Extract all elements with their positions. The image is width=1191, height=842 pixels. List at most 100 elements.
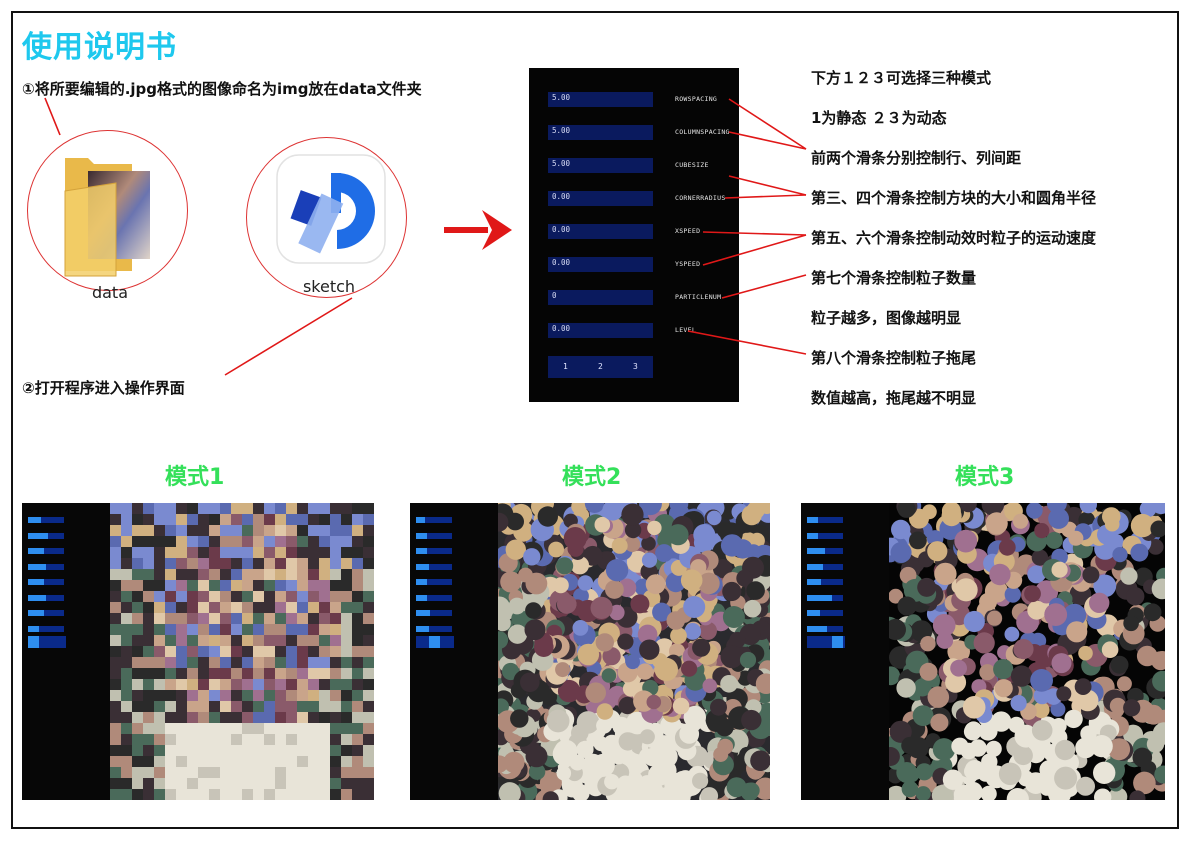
pixel-block	[187, 778, 198, 789]
slider-label: CUBESIZE	[675, 161, 709, 169]
pixel-block	[242, 613, 253, 624]
pixel-block	[198, 789, 209, 800]
particle-dot	[670, 627, 687, 645]
dot-portrait-image	[889, 503, 1165, 800]
processing-app-icon	[276, 154, 386, 264]
pixel-block	[264, 734, 275, 745]
particle-dot	[1063, 603, 1087, 627]
particle-dot	[743, 782, 760, 799]
slider-label: XSPEED	[675, 227, 701, 235]
mini-slider	[416, 594, 452, 601]
pixel-block	[297, 756, 308, 767]
slider-level[interactable]: 0.00 LEVEL	[548, 323, 696, 338]
slider-particlenum[interactable]: 0 PARTICLENUM	[548, 290, 721, 305]
pixel-block	[231, 646, 242, 657]
particle-dot	[679, 724, 700, 744]
pixel-block	[165, 514, 176, 525]
particle-dot	[602, 503, 624, 521]
pixel-block	[352, 668, 363, 679]
pixel-block	[297, 767, 308, 778]
particle-dot	[702, 678, 718, 694]
slider-rowspacing[interactable]: 5.00 ROWSPACING	[548, 92, 717, 107]
pixel-block	[286, 734, 297, 745]
pixel-block	[341, 767, 352, 778]
pixel-block	[308, 547, 319, 558]
pixel-block	[121, 701, 132, 712]
pixel-block	[242, 690, 253, 701]
pixel-block	[165, 767, 176, 778]
pixel-block	[286, 591, 297, 602]
slider-xspeed[interactable]: 0.00 XSPEED	[548, 224, 700, 239]
slider-yspeed[interactable]: 0.00 YSPEED	[548, 257, 700, 272]
particle-dot	[506, 512, 524, 531]
mini-slider	[28, 532, 64, 539]
particle-portrait-image	[498, 503, 770, 800]
pixel-block	[286, 624, 297, 635]
particle-dot	[998, 538, 1016, 556]
particle-dot	[1076, 776, 1095, 796]
pixel-block	[198, 767, 209, 778]
pixel-block	[176, 503, 187, 514]
mini-slider	[807, 610, 843, 616]
pixel-block	[363, 558, 374, 569]
pixel-block	[352, 745, 363, 756]
pixel-block	[121, 712, 132, 723]
particle-dot	[655, 544, 674, 563]
slider-value: 0	[552, 291, 557, 300]
pixel-block	[187, 602, 198, 613]
particle-dot	[1017, 770, 1034, 787]
pixel-block	[154, 734, 165, 745]
mode-1-button[interactable]: 1	[563, 362, 568, 371]
slider-cornerradius[interactable]: 0.00 CORNERRADIUS	[548, 191, 725, 206]
pixel-block	[297, 547, 308, 558]
particle-dot	[1056, 686, 1072, 702]
mini-slider	[807, 532, 843, 539]
pixel-block	[121, 756, 132, 767]
mini-slider-fill	[807, 594, 833, 601]
mode-3-screenshot	[801, 503, 1165, 800]
pixel-block	[286, 602, 297, 613]
particle-dot	[595, 633, 614, 652]
pixel-block	[275, 789, 286, 800]
pixel-block	[363, 591, 374, 602]
pixel-block	[275, 602, 286, 613]
pixel-block	[286, 789, 297, 800]
particle-dot	[954, 790, 971, 800]
pixel-block	[352, 580, 363, 591]
slider-columnspacing[interactable]: 5.00 COLUMNSPACING	[548, 125, 729, 140]
particle-dot	[896, 762, 918, 783]
pixel-block	[363, 723, 374, 734]
particle-dot	[927, 686, 950, 708]
mode-2-button[interactable]: 2	[598, 362, 603, 371]
pixel-block	[253, 536, 264, 547]
particle-dot	[1026, 503, 1043, 519]
pixel-block	[143, 503, 154, 514]
pixel-block	[176, 613, 187, 624]
note-9: 数值越高，拖尾越不明显	[811, 389, 977, 407]
mini-mode-button	[28, 636, 39, 648]
mode-3-button[interactable]: 3	[633, 362, 638, 371]
pixel-block	[187, 734, 198, 745]
pixel-block	[363, 712, 374, 723]
particle-dot	[500, 571, 522, 593]
pixel-block	[275, 514, 286, 525]
pixel-block	[176, 734, 187, 745]
pixel-block	[319, 580, 330, 591]
pixel-block	[286, 668, 297, 679]
pixel-block	[176, 778, 187, 789]
particle-dot	[693, 524, 716, 546]
sketch-app-label: sketch	[302, 277, 356, 296]
mini-mode-button	[53, 636, 64, 648]
pixel-block	[253, 525, 264, 536]
pixel-block	[132, 657, 143, 668]
particle-dot	[605, 580, 624, 599]
particle-dot	[665, 572, 686, 593]
slider-cubesize[interactable]: 5.00 CUBESIZE	[548, 158, 708, 173]
pixel-block	[363, 613, 374, 624]
mode-1-title: 模式1	[165, 465, 225, 490]
particle-dot	[1126, 587, 1145, 606]
particle-dot	[572, 784, 590, 800]
particle-dot	[746, 581, 765, 600]
particle-dot	[647, 520, 662, 536]
pixel-block	[253, 624, 264, 635]
